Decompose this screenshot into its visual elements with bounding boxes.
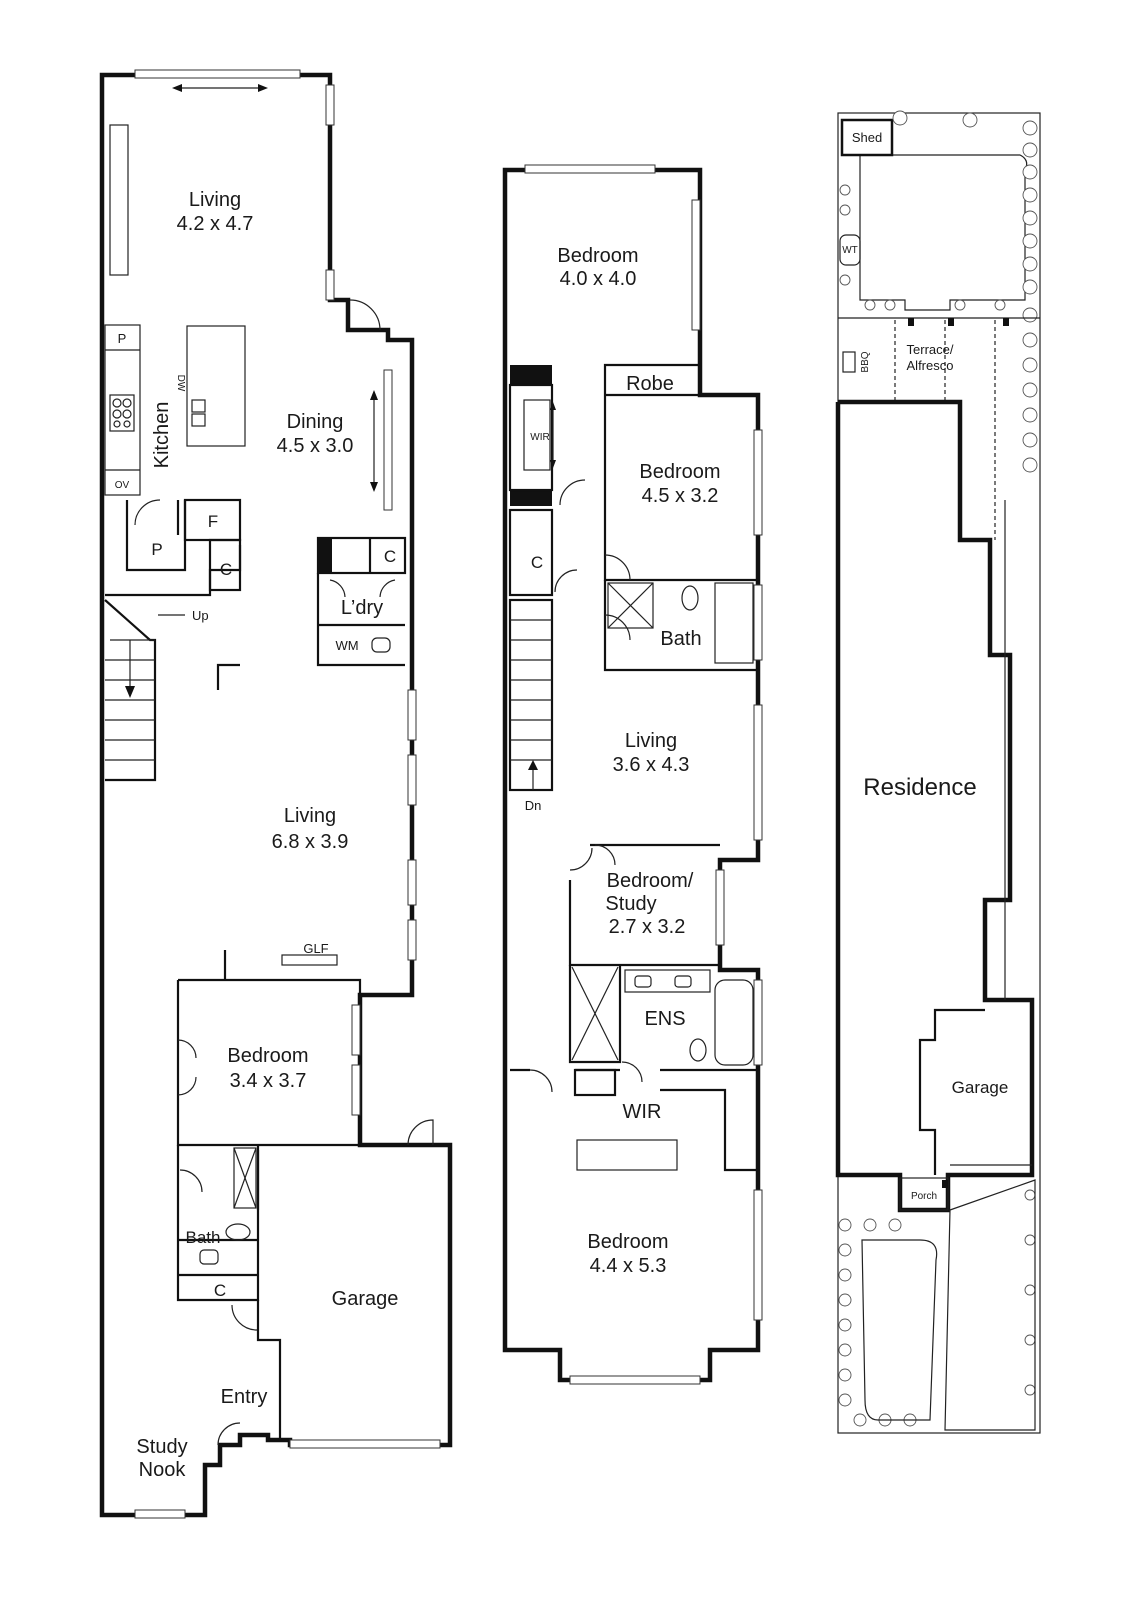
wir-label: WIR [623, 1101, 662, 1123]
oven-label: OV [115, 480, 130, 491]
laundry-cupboard-label: C [384, 547, 396, 566]
ground-bedroom-name: Bedroom [227, 1045, 308, 1067]
kitchen-island [186, 325, 246, 447]
first-floor-plan: Robe WIR C Dn [502, 164, 763, 1385]
first-living-size: 3.6 x 4.3 [613, 754, 690, 776]
living-main-size: 6.8 x 3.9 [272, 831, 349, 853]
robe-label: Robe [626, 373, 674, 395]
cooktop [109, 394, 135, 432]
pantry-label-lower: P [151, 540, 162, 559]
site-plan: Shed WT [835, 110, 1041, 1434]
front-bedroom-size: 4.0 x 4.0 [560, 268, 637, 290]
porch-label: Porch [911, 1191, 937, 1202]
shed [840, 118, 894, 157]
shed-label: Shed [852, 130, 882, 145]
study-line2: Study [605, 893, 656, 915]
living-shelf [109, 124, 129, 276]
terrace-line1: Terrace/ [907, 342, 954, 357]
master-bedroom-name: Bedroom [587, 1231, 668, 1253]
gas-log-fire [281, 954, 338, 966]
dining-name: Dining [287, 411, 344, 433]
rear-window [134, 69, 301, 79]
water-tank [839, 234, 861, 266]
dining-sliding-door [383, 369, 393, 511]
living-main-name: Living [284, 805, 336, 827]
residence-label: Residence [863, 774, 976, 801]
bbq-label: BBQ [860, 351, 871, 372]
study-nook-line2: Nook [139, 1459, 187, 1481]
kitchen-label: Kitchen [151, 402, 173, 469]
bedroom-2-size: 4.5 x 3.2 [642, 485, 719, 507]
stairs-down-label: Dn [525, 798, 542, 813]
study-line1: Bedroom/ [607, 870, 694, 892]
first-floor-cupboard-label: C [531, 553, 543, 572]
side-window [325, 84, 335, 126]
stairs-up-label: Up [192, 608, 209, 623]
kitchen-cupboard-label: C [220, 560, 232, 579]
ground-floor-outer-wall [99, 72, 453, 1518]
living-rear-name: Living [189, 189, 241, 211]
terrace-line2: Alfresco [907, 358, 954, 373]
bath-label-ground: Bath [186, 1228, 221, 1247]
living-rear-size: 4.2 x 4.7 [177, 213, 254, 235]
ground-floor-plan: P OV DW F P C [99, 69, 453, 1519]
dining-size: 4.5 x 3.0 [277, 435, 354, 457]
front-bedroom-name: Bedroom [557, 245, 638, 267]
first-floor-outer-wall [502, 167, 761, 1383]
ground-bedroom-size: 3.4 x 3.7 [230, 1070, 307, 1092]
washing-machine-label: WM [335, 638, 358, 653]
wir-small-label: WIR [530, 432, 549, 443]
ensuite-label: ENS [644, 1008, 685, 1030]
master-bedroom-size: 4.4 x 5.3 [590, 1255, 667, 1277]
ground-stairs: Up [104, 599, 209, 782]
laundry: C L’dry WM [316, 536, 407, 667]
site-garage-label: Garage [952, 1078, 1009, 1097]
first-living-name: Living [625, 730, 677, 752]
garage-label: Garage [332, 1288, 399, 1310]
kitchen-bench [104, 324, 141, 496]
laundry-label: L’dry [341, 597, 383, 619]
first-floor-stairs: Dn [508, 598, 554, 813]
study-size: 2.7 x 3.2 [609, 916, 686, 938]
study-nook-line1: Study [136, 1436, 187, 1458]
water-tank-label: WT [842, 245, 858, 256]
garden-shrubs [838, 110, 1038, 1427]
gas-log-fire-label: GLF [303, 941, 328, 956]
fridge-label: F [208, 512, 218, 531]
bedroom-2-name: Bedroom [639, 461, 720, 483]
dishwasher-label: DW [175, 375, 186, 392]
first-bath-label: Bath [660, 628, 701, 650]
entry-label: Entry [221, 1386, 268, 1408]
pantry-label: P [118, 331, 127, 346]
bath-cupboard-label: C [214, 1281, 226, 1300]
side-window [325, 269, 335, 301]
